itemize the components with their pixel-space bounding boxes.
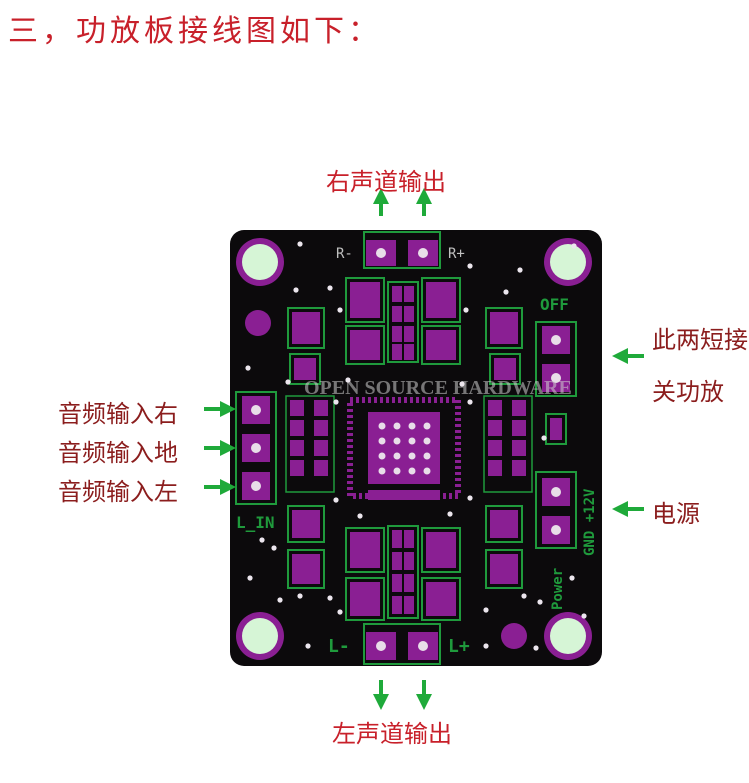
silk-power: Power [550, 568, 566, 610]
silk-gnd-12v: GND +12V [582, 488, 598, 556]
via [337, 609, 343, 615]
thermal-via [378, 422, 386, 430]
via [521, 593, 527, 599]
thermal-via [423, 437, 431, 445]
via [285, 379, 291, 385]
via [571, 243, 577, 249]
silk-l-minus: L- [328, 636, 350, 657]
via [245, 365, 251, 371]
via [271, 545, 277, 551]
power-header [535, 471, 577, 549]
via [503, 289, 509, 295]
via [533, 645, 539, 651]
via [467, 399, 473, 405]
off-jumper-header [535, 321, 577, 397]
ic-thermal-vias [378, 422, 431, 475]
via [537, 599, 543, 605]
via [541, 435, 547, 441]
via [357, 513, 363, 519]
via [337, 307, 343, 313]
thermal-via [423, 422, 431, 430]
silk-r-plus: R+ [448, 246, 465, 262]
via [459, 381, 465, 387]
via [259, 537, 265, 543]
thermal-via [393, 452, 401, 460]
via [581, 613, 587, 619]
thermal-via [393, 437, 401, 445]
via [517, 267, 523, 273]
passive-columns [285, 395, 533, 493]
side-capacitors [287, 307, 523, 589]
via [345, 377, 351, 383]
silk-r-minus: R- [336, 246, 353, 262]
audio-input-header [235, 391, 277, 505]
thermal-via [393, 422, 401, 430]
watermark: OPEN SOURCE HARDWARE [304, 377, 572, 399]
bottom-output-filter [345, 525, 461, 621]
via [483, 643, 489, 649]
via [467, 495, 473, 501]
via [467, 263, 473, 269]
label-short-line1: 此两短接 [652, 326, 748, 354]
thermal-via [423, 467, 431, 475]
via [327, 595, 333, 601]
label-short-line2: 关功放 [652, 378, 724, 406]
via [305, 643, 311, 649]
via [333, 497, 339, 503]
top-output-filter [345, 277, 461, 365]
thermal-via [378, 452, 386, 460]
label-audio-in-ground: 音频输入地 [58, 439, 178, 467]
silk-l-in: L_IN [236, 513, 275, 532]
thermal-via [393, 467, 401, 475]
thermal-via [408, 452, 416, 460]
label-power: 电源 [652, 500, 700, 528]
via [463, 307, 469, 313]
via [327, 285, 333, 291]
via [293, 287, 299, 293]
via [297, 593, 303, 599]
label-right-output: 右声道输出 [326, 168, 446, 196]
via [297, 241, 303, 247]
page-heading: 三，功放板接线图如下： [8, 14, 382, 49]
via [247, 575, 253, 581]
via [483, 607, 489, 613]
thermal-via [423, 452, 431, 460]
via [333, 399, 339, 405]
label-audio-in-left: 音频输入左 [58, 478, 178, 506]
thermal-via [408, 422, 416, 430]
thermal-via [408, 467, 416, 475]
left-output-terminal [363, 623, 441, 665]
thermal-via [378, 437, 386, 445]
thermal-via [408, 437, 416, 445]
via [277, 597, 283, 603]
right-output-terminal [363, 231, 441, 269]
thermal-via [378, 467, 386, 475]
board-vias [245, 241, 587, 651]
silk-off: OFF [540, 295, 569, 314]
label-audio-in-right: 音频输入右 [58, 400, 178, 428]
via [447, 511, 453, 517]
label-left-output: 左声道输出 [332, 720, 452, 748]
via [569, 575, 575, 581]
silk-l-plus: L+ [448, 636, 470, 657]
